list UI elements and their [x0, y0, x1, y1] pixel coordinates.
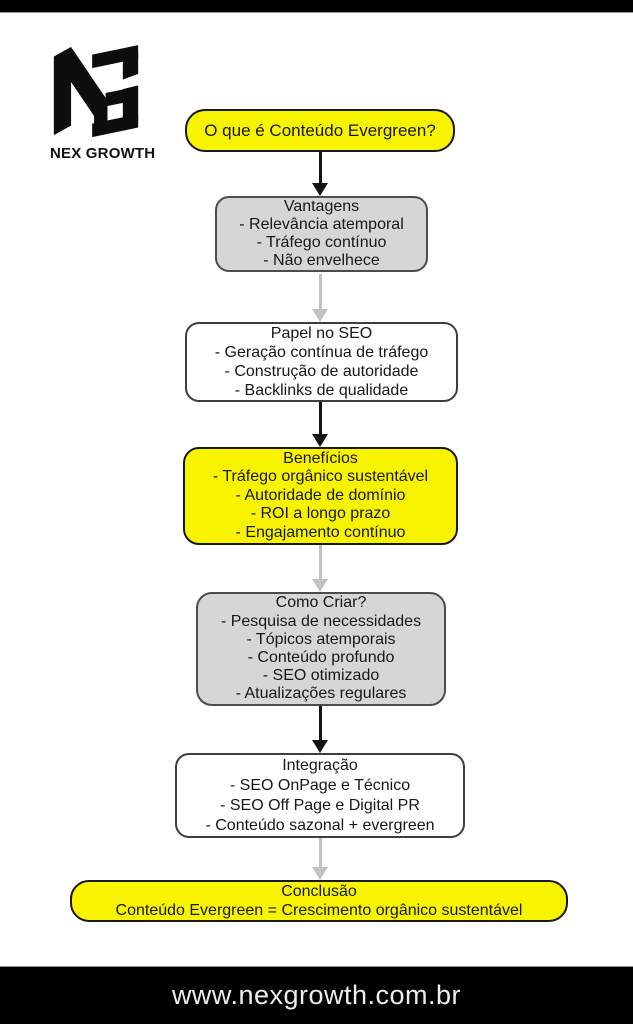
node-item: - Conteúdo profundo [247, 649, 395, 666]
arrow-head-icon [312, 183, 328, 196]
arrow-head-icon [312, 740, 328, 753]
connector-papel-to-beneficios [312, 402, 328, 447]
arrow-shaft [318, 838, 322, 867]
flow-node-integracao: Integração - SEO OnPage e Técnico - SEO Of… [175, 753, 465, 838]
arrow-head-icon [312, 867, 328, 880]
node-item: - SEO otimizado [262, 667, 380, 685]
connector-integracao-to-conclusao [312, 838, 328, 880]
node-title: Como Criar? [275, 594, 367, 612]
nex-growth-logo: NEX GROWTH [50, 44, 156, 162]
flow-node-beneficios: Benefícios- Tráfego orgânico sustentável… [183, 447, 458, 545]
node-item: - Engajamento contínuo [235, 523, 406, 541]
arrow-head-icon [312, 309, 328, 322]
node-title: O que é Conteúdo Evergreen? [204, 121, 436, 140]
flow-node-como-criar: Como Criar?- Pesquisa de necessidades- T… [196, 592, 446, 706]
node-title: Vantagens [283, 198, 360, 215]
arrow-shaft [318, 402, 322, 434]
ng-monogram-icon [53, 45, 139, 138]
node-title: Benefícios [283, 449, 358, 467]
connector-vantagens-to-papel [312, 274, 328, 322]
node-item: - Geração contínua de tráfego [214, 344, 429, 361]
node-item: - Construção de autoridade [224, 363, 419, 380]
website-url: www.nexgrowth.com.br [171, 980, 462, 1010]
arrow-shaft [318, 274, 322, 309]
node-item: - Tópicos atemporais [246, 630, 396, 648]
arrow-shaft [318, 545, 322, 579]
node-item: - Autoridade de domínio [235, 486, 406, 504]
connector-intro-to-vantagens [312, 152, 328, 196]
node-item: - SEO Off Page e Digital PR [220, 796, 420, 814]
flow-node-papel: Papel no SEO - Geração contínua de tráfeg… [185, 322, 458, 402]
node-title: Papel no SEO [270, 325, 373, 342]
node-item: - Backlinks de qualidade [234, 382, 409, 399]
arrow-shaft [318, 152, 322, 183]
node-title: Integração [282, 756, 358, 774]
logo-wordmark: NEX GROWTH [50, 145, 156, 162]
node-item: - Tráfego contínuo [256, 234, 387, 251]
node-item: - Conteúdo sazonal + evergreen [205, 816, 435, 834]
node-item: Conteúdo Evergreen = Crescimento orgânic… [115, 902, 523, 919]
node-item: - Tráfego orgânico sustentável [212, 468, 429, 486]
arrow-shaft [318, 706, 322, 740]
connector-como-criar-to-integracao [312, 706, 328, 753]
arrow-head-icon [312, 434, 328, 447]
node-item: - Pesquisa de necessidades [220, 612, 422, 630]
node-item: - Relevância atemporal [239, 216, 404, 233]
node-title: Conclusão [281, 883, 357, 900]
connector-beneficios-to-como-criar [312, 545, 328, 592]
node-item: - ROI a longo prazo [250, 505, 391, 523]
flow-node-intro: O que é Conteúdo Evergreen? [185, 109, 455, 152]
arrow-head-icon [312, 579, 328, 592]
node-item: - Não envelhece [263, 252, 380, 269]
node-item: - Atualizações regulares [235, 685, 407, 703]
node-item: - SEO OnPage e Técnico [229, 776, 411, 794]
flow-node-vantagens: Vantagens- Relevância atemporal- Tráfego… [215, 196, 428, 272]
top-bar [0, 0, 633, 13]
footer-bar: www.nexgrowth.com.br [0, 966, 633, 1024]
